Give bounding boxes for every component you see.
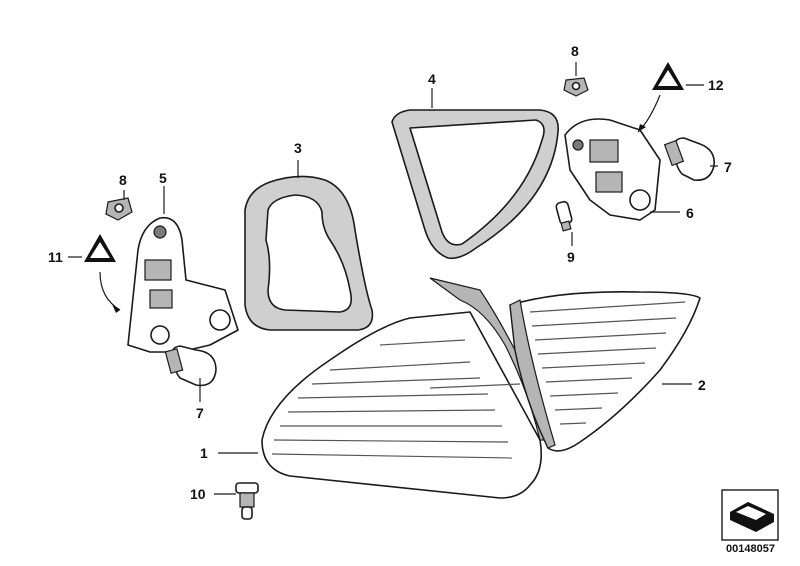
callout-8-left: 8 <box>119 172 127 188</box>
part-8-nut-left[interactable] <box>105 197 133 221</box>
callout-8-right: 8 <box>571 43 579 59</box>
part-1-outer-lamp[interactable] <box>261 277 553 499</box>
part-9-small-bulb[interactable] <box>555 200 573 232</box>
part-7-bulb-right[interactable] <box>663 137 716 182</box>
callout-11: 11 <box>48 249 63 265</box>
callout-2: 2 <box>698 377 706 393</box>
callout-5: 5 <box>159 170 167 186</box>
part-7-bulb-left[interactable] <box>164 345 217 387</box>
leader-lines <box>68 62 718 495</box>
part-10-plug[interactable] <box>235 482 259 520</box>
document-number: 00148057 <box>726 543 775 555</box>
part-3-gasket[interactable] <box>244 175 374 331</box>
callout-12: 12 <box>708 77 724 93</box>
callout-1: 1 <box>200 445 208 461</box>
part-8-nut-right[interactable] <box>563 77 589 97</box>
callout-7-left: 7 <box>196 405 204 421</box>
part-6-bulb-holder-right[interactable] <box>564 118 661 221</box>
callout-4: 4 <box>428 71 436 87</box>
callout-9: 9 <box>567 249 575 265</box>
part-2-inner-lamp[interactable] <box>509 290 701 452</box>
callout-6: 6 <box>686 205 694 221</box>
callout-3: 3 <box>294 140 302 156</box>
part-4-trim-frame[interactable] <box>391 109 559 260</box>
car-orientation-icon <box>721 489 779 541</box>
part-5-bulb-holder-left[interactable] <box>127 216 239 353</box>
warning-triangle-icon <box>84 234 116 262</box>
warning-triangle-icon <box>652 62 684 90</box>
callout-10: 10 <box>190 486 206 502</box>
callout-7-right: 7 <box>724 159 732 175</box>
